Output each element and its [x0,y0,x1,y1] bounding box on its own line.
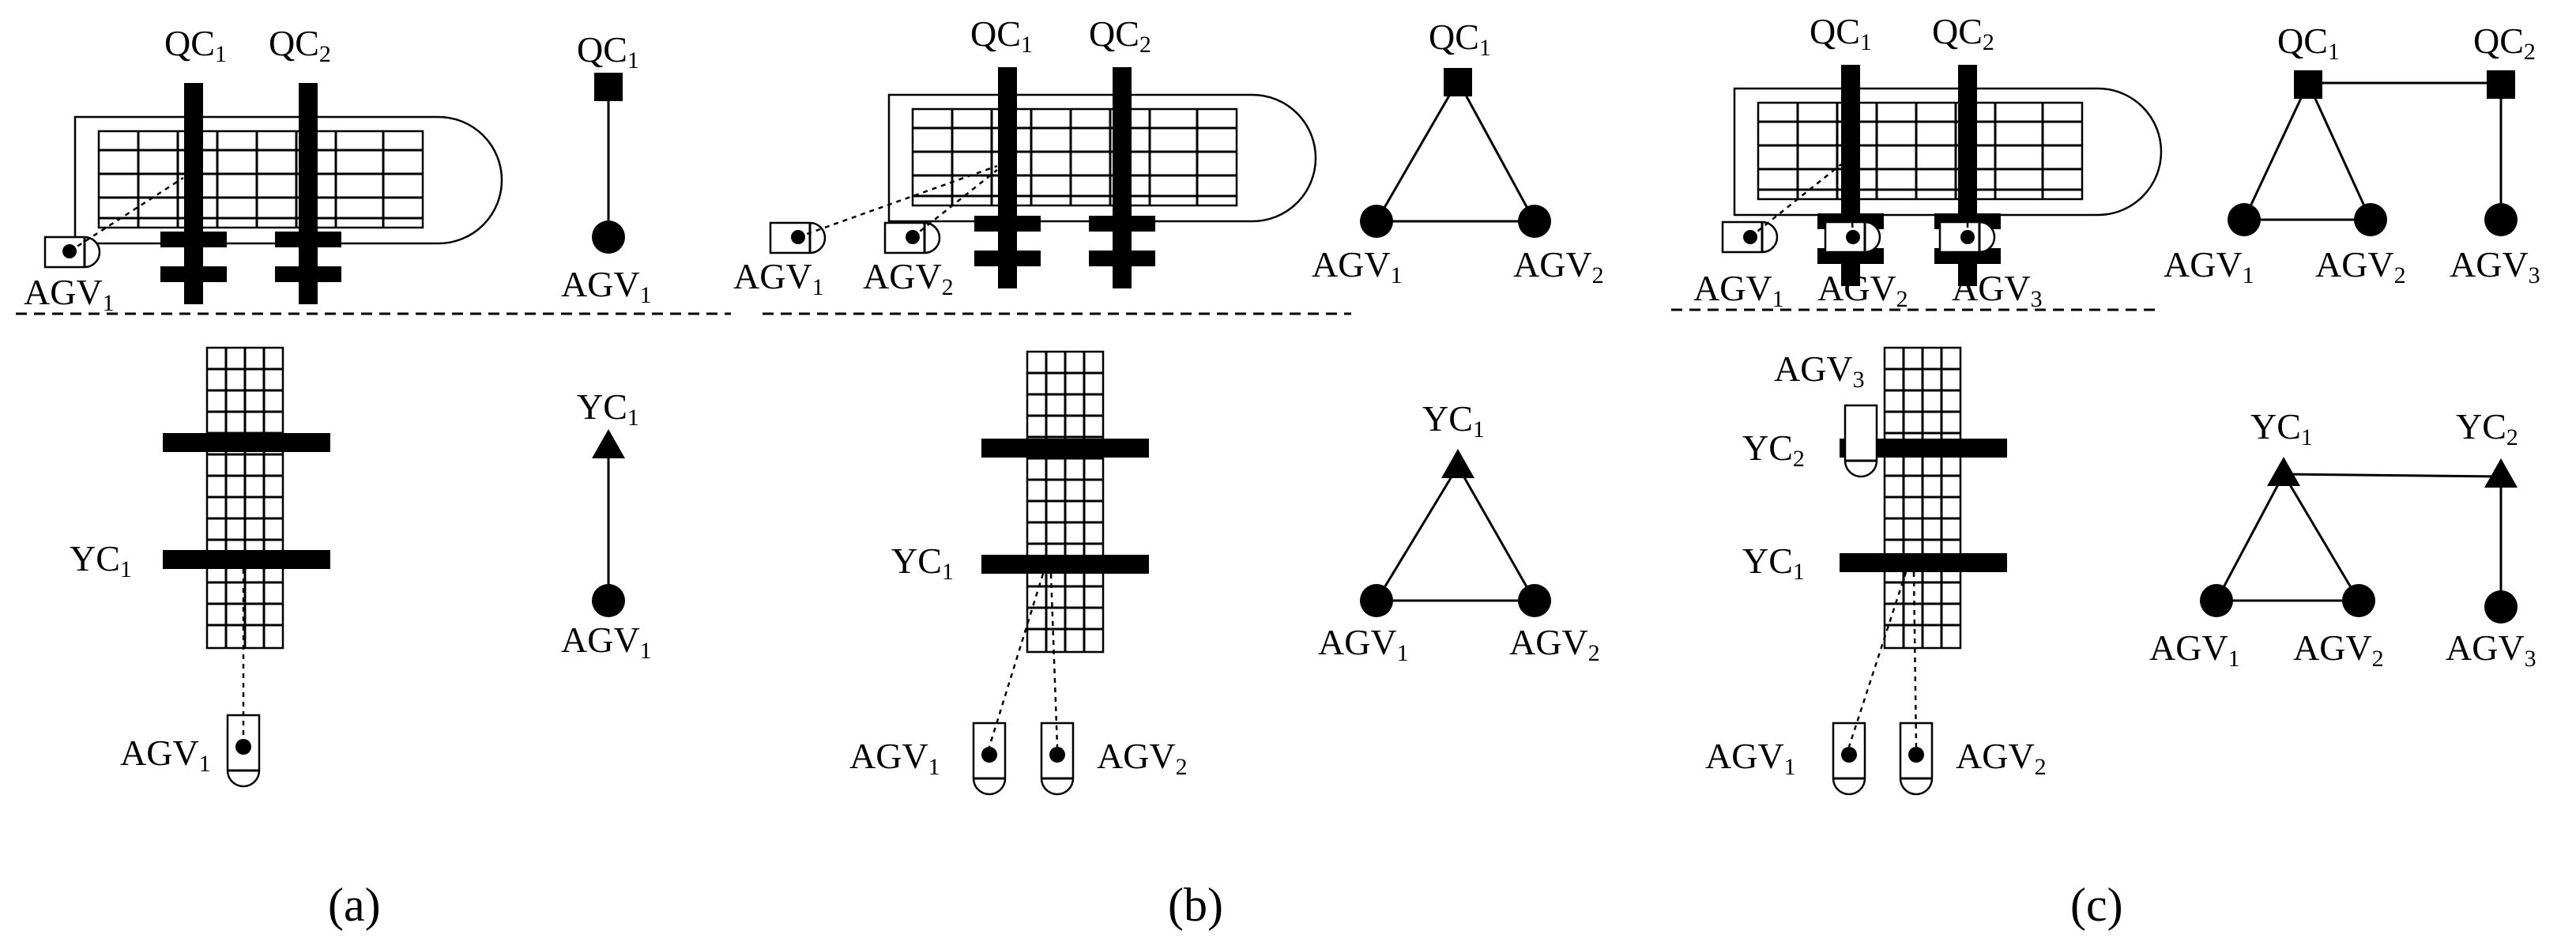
agv1-node-bottom-a [592,584,625,617]
qc1-node-label-b: QC1 [1429,17,1491,61]
vessel-b [887,93,1317,223]
qc1-label-c: QC1 [1810,11,1872,55]
agv2-label-c: AGV2 [1817,268,1908,312]
agv2-node-label-c: AGV2 [2315,244,2406,288]
agv1-node-bottom-label-c: AGV1 [2149,627,2240,672]
qc1-node-label-a: QC1 [577,29,639,73]
qc2-label-b: QC2 [1089,13,1151,58]
qc2-node-label-c: QC2 [2473,21,2536,65]
agv2-node-bottom-b [1518,584,1551,617]
agv1-node-c [2228,203,2261,236]
agv3-label-c: AGV3 [1952,268,2043,312]
yard-block-b [1026,350,1105,654]
yard-block-a [205,346,284,650]
yc2-node-label-c: YC2 [2456,406,2518,450]
qc1-label-a: QC1 [164,23,227,67]
agv2-yard-label-c: AGV2 [1956,736,2047,780]
qc2-node-c [2487,70,2515,99]
yard-crane-1-c [1840,553,2007,572]
panel-b: QC1 QC2 AGV1 AGV2 QC1 AGV1 AGV2 YC1 AGV1… [733,13,1604,931]
agv2-node-label-b: AGV2 [1513,244,1604,288]
qc2-label-c: QC2 [1932,11,1994,55]
agv1-node-a [592,220,625,254]
agv3-yard-label-c: AGV3 [1774,349,1865,393]
yc1-node-label-a: YC1 [577,386,639,431]
yc1-node-label-c: YC1 [2250,406,2313,450]
yc1-label-a: YC1 [70,538,132,582]
yc1-node-label-b: YC1 [1422,398,1485,443]
yc1-node-b [1441,449,1474,478]
agv2-node-bottom-c [2342,584,2375,617]
agv1-node-b [1360,205,1393,238]
agv1-node-bottom-label-a: AGV1 [561,620,652,664]
agv1-node-bottom-label-b: AGV1 [1318,622,1409,666]
qc1-node-label-c: QC1 [2277,21,2340,65]
qc1-node-b [1444,68,1472,96]
vessel-c [1733,87,2163,217]
yard-crane-bar-upper-a [163,433,330,452]
agv1-yard-label-c: AGV1 [1705,736,1796,780]
agv1-label-a: AGV1 [24,272,115,316]
agv1-node-label-a: AGV1 [561,264,652,308]
qc1-label-b: QC1 [970,13,1033,58]
yc2-node-c [2484,458,2518,488]
yc2-label-c: YC2 [1742,428,1805,472]
agv2-node-c [2354,203,2387,236]
yard-crane-1-a [163,550,330,569]
panel-c: QC1 QC2 AGV1 AGV2 AGV3 QC1 QC2 AGV1 AGV2… [1671,11,2540,931]
vessel-a [73,115,503,245]
agv2-label-b: AGV2 [863,256,954,300]
agv2-yard-label-b: AGV2 [1097,736,1188,780]
agv3-node-c [2484,203,2518,236]
yard-crane-1-b [981,555,1149,574]
assignment-line-a [69,176,184,253]
caption-b: (b) [1168,879,1223,931]
assignment-line-b1 [797,164,998,239]
yc1-node-c [2267,457,2300,486]
agv2-node-bottom-label-c: AGV2 [2293,627,2384,672]
agv3-node-bottom-c [2484,590,2518,624]
agv1-node-label-b: AGV1 [1312,244,1403,288]
agv3-node-label-c: AGV3 [2450,244,2540,288]
agv1-yard-label-b: AGV1 [849,736,940,780]
agv3-node-bottom-label-c: AGV3 [2446,627,2536,672]
agv2-node-b [1518,205,1551,238]
qc1-node-a [594,73,623,101]
agv1-node-label-c: AGV1 [2164,244,2254,288]
agv1-label-b: AGV1 [733,256,824,300]
yc1-label-b: YC1 [891,541,954,585]
agv1-yard-label-a: AGV1 [120,733,211,777]
qc1-node-c [2294,70,2322,99]
yc1-label-c: YC1 [1742,541,1805,585]
qc2-label-a: QC2 [269,23,331,67]
caption-a: (a) [328,879,381,931]
agv3-vehicle-yard-c [1843,404,1878,478]
assignment-line-b2 [912,169,998,238]
agv2-node-bottom-label-b: AGV2 [1509,622,1600,666]
yc1-node-a [592,429,625,458]
agv1-node-bottom-c [2200,584,2233,617]
agv1-label-c: AGV1 [1693,268,1784,312]
agv1-node-bottom-b [1360,584,1393,617]
caption-c: (c) [2070,879,2123,931]
panel-a: QC1 QC2 AGV1 QC1 AGV1 YC1 AGV1 YC1 AGV1 … [16,23,731,931]
